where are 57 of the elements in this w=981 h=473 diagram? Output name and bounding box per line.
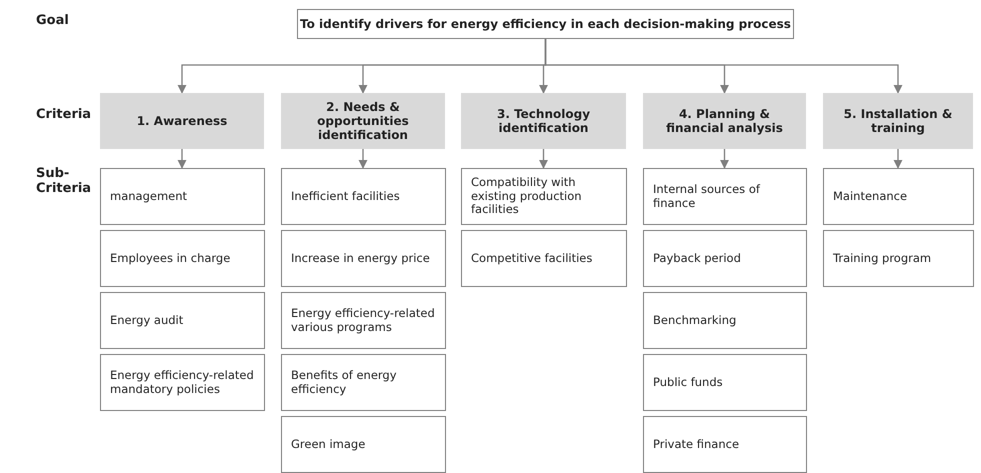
- arrow: [178, 149, 186, 169]
- sub-criteria-box: [100, 230, 265, 287]
- criteria-box: [643, 93, 806, 149]
- box-text: Maintenance: [833, 190, 908, 204]
- box-text: 5. Installation & training: [842, 107, 954, 135]
- level-label: Criteria: [36, 107, 92, 122]
- sub-criteria-box: [643, 168, 807, 225]
- sub-criteria-box: [643, 292, 807, 349]
- arrow: [544, 39, 902, 94]
- level-label: Sub-Criteria: [36, 166, 92, 196]
- sub-criteria-box: [823, 230, 974, 287]
- sub-criteria-box: [281, 168, 446, 225]
- box-text: Employees in charge: [110, 252, 230, 266]
- sub-criteria-box: [281, 230, 446, 287]
- box-text: Public funds: [653, 376, 723, 390]
- sub-criteria-box: [281, 416, 446, 473]
- box-text: 3. Technology identification: [496, 107, 592, 135]
- sub-criteria-box: [643, 354, 807, 411]
- box-text: 4. Planning & financial analysis: [665, 107, 784, 135]
- box-text: management: [110, 190, 188, 204]
- box-text: Private finance: [653, 438, 740, 452]
- sub-criteria-box: [461, 168, 627, 225]
- box-text: Training program: [833, 252, 932, 266]
- box-text: To identify drivers for energy efficiency in each decision-making process: [300, 17, 791, 31]
- box-text: Compatibility with existing production facilities: [471, 176, 583, 218]
- box-text: Benefits of energy efficiency: [291, 368, 398, 396]
- criteria-box: [100, 93, 264, 149]
- box-text: Increase in energy price: [291, 252, 430, 266]
- sub-criteria-box: [823, 168, 974, 225]
- box-text: Energy efficiency-related various programs: [291, 306, 436, 334]
- goal-box: [297, 9, 794, 39]
- sub-criteria-box: [100, 168, 265, 225]
- arrow: [539, 149, 548, 169]
- criteria-box: [281, 93, 445, 149]
- arrow: [358, 149, 368, 169]
- level-label: Goal: [36, 13, 70, 28]
- box-text: 2. Needs & opportunities identification: [316, 100, 410, 142]
- sub-criteria-box: [100, 292, 265, 349]
- sub-criteria-box: [461, 230, 627, 287]
- arrow: [720, 149, 729, 169]
- arrow: [894, 149, 902, 169]
- box-text: Benchmarking: [653, 314, 736, 328]
- criteria-box: [461, 93, 626, 149]
- box-text: Energy efficiency-related mandatory policies: [110, 368, 255, 396]
- box-text: Energy audit: [110, 314, 184, 328]
- box-text: Payback period: [653, 252, 741, 266]
- criteria-box: [823, 93, 973, 149]
- sub-criteria-box: [643, 416, 807, 473]
- sub-criteria-box: [643, 230, 807, 287]
- box-text: Inefficient facilities: [291, 190, 400, 204]
- box-text: Green image: [291, 438, 366, 452]
- sub-criteria-box: [100, 354, 265, 411]
- box-text: 1. Awareness: [136, 114, 228, 128]
- box-text: Competitive facilities: [471, 252, 592, 266]
- box-text: Internal sources of finance: [653, 182, 762, 210]
- sub-criteria-box: [281, 354, 446, 411]
- sub-criteria-box: [281, 292, 446, 349]
